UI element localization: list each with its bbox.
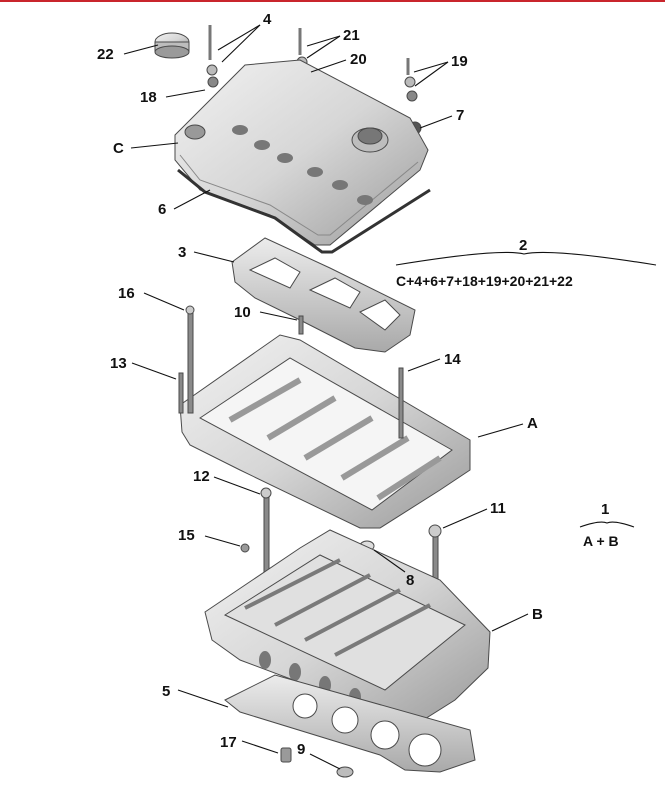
valve-cover [174,59,429,246]
head-assembly-formula: A + B [583,533,619,549]
oil-filler-cap [154,32,190,59]
oil-baffle [231,237,416,353]
callout-12: 12 [193,468,210,485]
callout-18: 18 [140,89,157,106]
callout-17: 17 [220,734,237,751]
callout-2: 2 [519,237,527,254]
callout-6: 6 [158,201,166,218]
callout-14: 14 [444,351,461,368]
callout-15: 15 [178,527,195,544]
callout-13: 13 [110,355,127,372]
callout-16: 16 [118,285,135,302]
callout-20: 20 [350,51,367,68]
callout-8: 8 [406,572,414,589]
callout-1: 1 [601,501,609,518]
callout-4: 4 [263,11,272,28]
leader-lines [123,24,657,770]
callout-9: 9 [297,741,305,758]
callout-7: 7 [456,107,464,124]
callout-19: 19 [451,53,468,70]
callout-22: 22 [97,46,114,63]
callout-a: A [527,415,538,432]
callout-labels: 22 4 21 20 19 18 7 C 6 3 2 C+4+6+7+18+19… [97,11,619,758]
head-gasket [224,674,476,773]
cover-gasket [177,168,431,254]
cylinder-head [204,529,491,725]
callout-11: 11 [490,500,506,517]
cover-assembly-formula: C+4+6+7+18+19+20+21+22 [396,273,573,289]
callout-21: 21 [343,27,360,44]
plugs [280,747,354,778]
callout-3: 3 [178,244,186,261]
callout-10: 10 [234,304,251,321]
callout-c: C [113,140,124,157]
callout-b: B [532,606,543,623]
camshaft-carrier [179,334,471,529]
callout-5: 5 [162,683,170,700]
top-border [0,0,665,2]
